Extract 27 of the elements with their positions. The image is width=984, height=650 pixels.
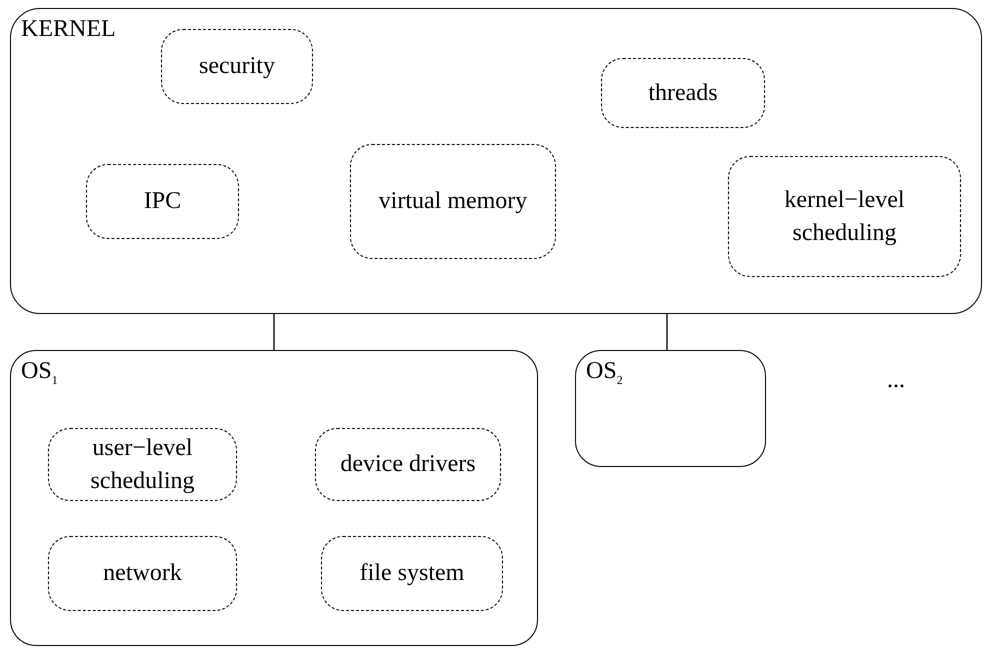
container-box	[575, 350, 766, 467]
box-title: OS$_{1}$	[21, 359, 58, 386]
component-box	[315, 428, 501, 501]
component-box	[350, 144, 556, 259]
component-label: file system	[358, 559, 466, 588]
component-label: security	[198, 52, 276, 82]
box-title: KERNEL	[21, 17, 116, 41]
component-label: IPC	[142, 187, 182, 216]
container-box	[10, 8, 982, 314]
component-box	[86, 164, 239, 239]
component-label: kernel−level scheduling	[783, 186, 906, 248]
component-box	[321, 536, 503, 611]
component-box	[161, 29, 313, 104]
component-box	[48, 536, 237, 611]
ellipsis-text: ...	[887, 368, 905, 392]
component-label: virtual memory	[378, 187, 528, 216]
connector-line	[273, 314, 275, 350]
component-label: network	[102, 559, 183, 588]
component-box	[48, 428, 237, 501]
connector-line	[666, 314, 668, 350]
component-box	[601, 58, 765, 128]
box-title: OS$_{2}$	[586, 359, 623, 386]
component-label: device drivers	[339, 450, 477, 480]
component-box	[728, 156, 961, 277]
component-label: threads	[647, 78, 719, 108]
component-label: user−level scheduling	[90, 434, 196, 496]
container-box	[10, 350, 538, 646]
